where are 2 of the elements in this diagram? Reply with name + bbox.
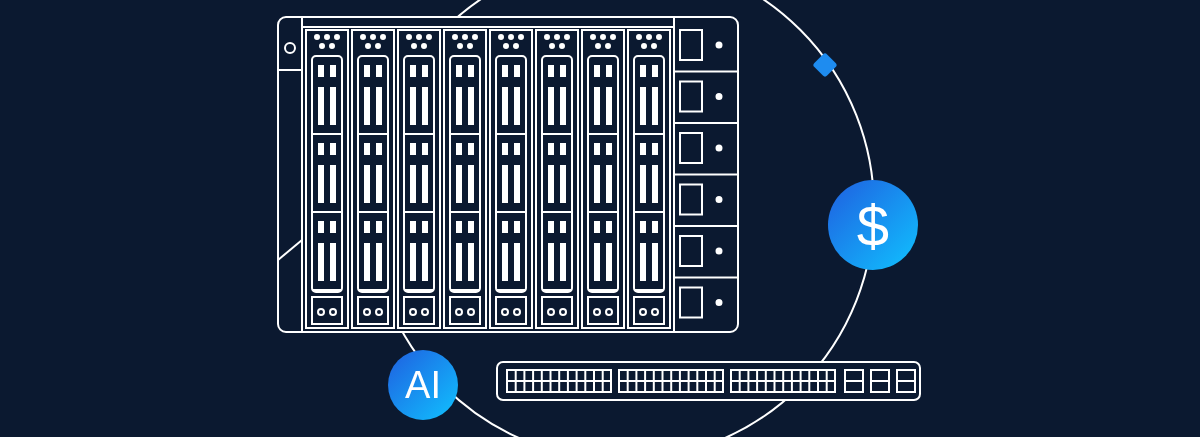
ai-badge: AI bbox=[388, 350, 458, 420]
currency-symbol-badge: $ bbox=[828, 180, 918, 270]
